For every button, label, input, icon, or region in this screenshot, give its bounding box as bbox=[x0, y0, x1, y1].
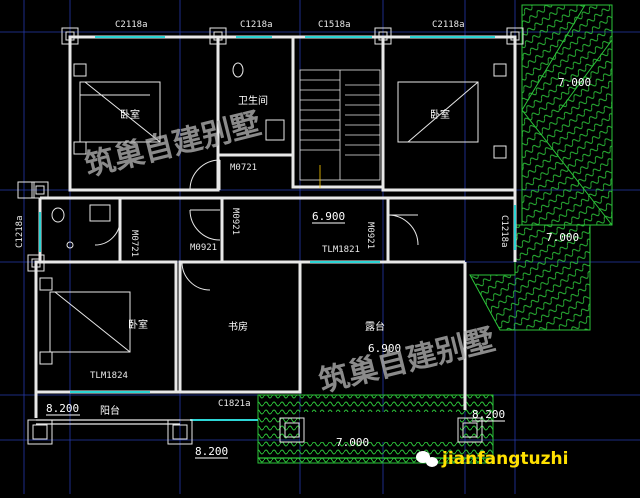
door-label: M0721 bbox=[129, 230, 139, 257]
room-label-bedroom-ne: 卧室 bbox=[430, 108, 450, 121]
column-marks bbox=[17, 27, 524, 445]
room-label-balcony: 阳台 bbox=[100, 404, 120, 417]
window-label: C1821a bbox=[218, 399, 251, 409]
room-label-study: 书房 bbox=[228, 320, 248, 333]
door-labels: M0721 M0921 M0921 M0921 M0721 TLM1821 TL… bbox=[90, 163, 375, 381]
credit-text: jianfangtuzhi bbox=[441, 449, 568, 469]
credit-badge: jianfangtuzhi bbox=[416, 449, 568, 469]
room-label-bathroom: 卫生间 bbox=[238, 94, 268, 107]
level-roof-s: 7.000 bbox=[336, 436, 369, 449]
door-label: M0921 bbox=[365, 222, 375, 249]
window-label: C1518a bbox=[318, 20, 351, 30]
window-label: C1218a bbox=[240, 20, 273, 30]
window-label: C1218a bbox=[499, 215, 509, 248]
level-roof-ne: 7.000 bbox=[558, 76, 591, 89]
window-marks bbox=[39, 36, 516, 421]
bed-nw bbox=[79, 81, 161, 143]
room-label-bedroom-nw: 卧室 bbox=[120, 108, 140, 121]
window-label: C1218a bbox=[15, 215, 25, 248]
bed-sw bbox=[49, 291, 131, 353]
door-label: TLM1821 bbox=[322, 245, 360, 255]
level-terrace: 6.900 bbox=[368, 342, 401, 355]
door-label: M0721 bbox=[230, 163, 257, 173]
door-label: M0921 bbox=[230, 208, 240, 235]
level-terrace-corner: 8.200 bbox=[472, 408, 505, 421]
room-label-terrace: 露台 bbox=[365, 320, 385, 333]
staircase bbox=[299, 69, 381, 188]
wechat-icon bbox=[416, 451, 438, 467]
level-balcony-bottom: 8.200 bbox=[195, 445, 228, 458]
room-label-bedroom-sw: 卧室 bbox=[128, 318, 148, 331]
room-labels: 卧室 卧室 卧室 卫生间 书房 露台 阳台 bbox=[100, 94, 450, 417]
level-balcony-left: 8.200 bbox=[46, 402, 79, 415]
roof-s bbox=[257, 394, 494, 464]
level-roof-e: 7.000 bbox=[546, 231, 579, 244]
door-swings bbox=[94, 159, 419, 291]
balcony-rail bbox=[36, 419, 180, 425]
window-labels: C2118a C1218a C1518a C2118a C1218a C1218… bbox=[15, 20, 509, 409]
level-underlines bbox=[46, 222, 505, 459]
level-labels: 7.000 7.000 7.000 6.900 6.900 8.200 8.20… bbox=[46, 76, 591, 458]
bath-fixtures bbox=[51, 62, 285, 249]
door-label: M0921 bbox=[190, 243, 217, 253]
nightstands bbox=[39, 63, 507, 365]
level-stair: 6.900 bbox=[312, 210, 345, 223]
window-label: C2118a bbox=[115, 20, 148, 30]
bed-ne bbox=[397, 81, 479, 143]
door-label: TLM1824 bbox=[90, 371, 128, 381]
watermark-bottom: 筑巢自建别墅 bbox=[315, 322, 498, 400]
roof-e bbox=[469, 224, 591, 331]
roof-ne bbox=[521, 4, 613, 226]
window-label: C2118a bbox=[432, 20, 465, 30]
